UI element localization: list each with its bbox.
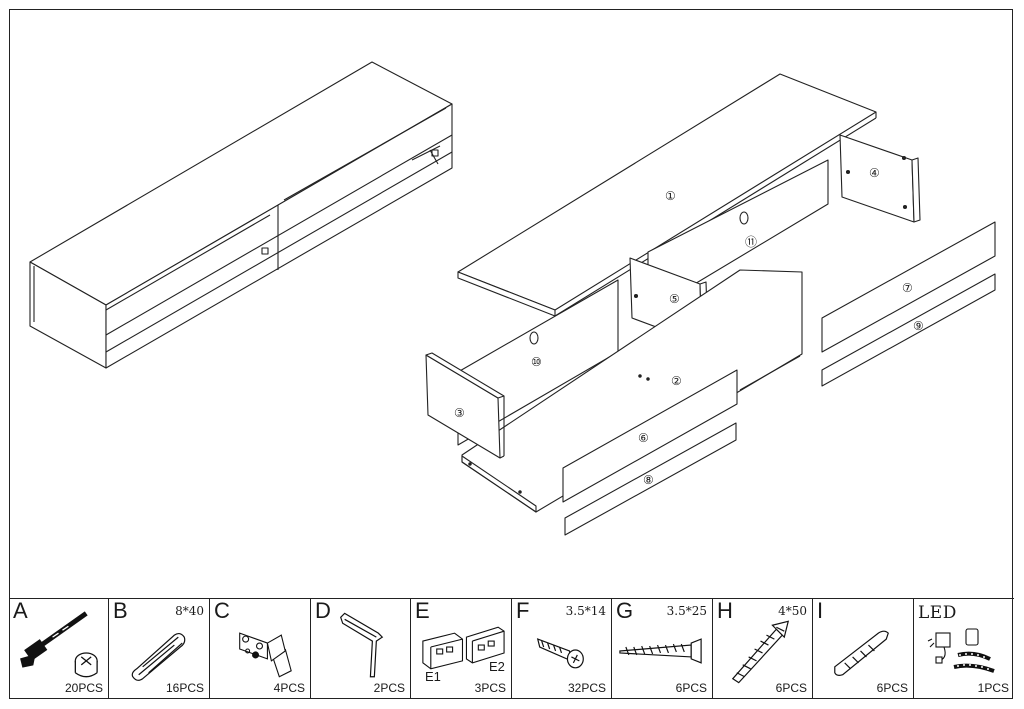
part-quantity: 3PCS (474, 681, 506, 695)
part-letter: F (516, 599, 530, 623)
panel-label-7: ⑦ (902, 281, 913, 295)
part-cell-i: I 6PCS (813, 599, 914, 699)
part-cell-a: A 20PCS (9, 599, 109, 699)
short-screw-icon (536, 638, 584, 669)
panel-label-3: ③ (454, 406, 465, 420)
part-quantity: 20PCS (64, 681, 103, 695)
panel-label-2: ② (671, 374, 682, 388)
part-quantity: 32PCS (567, 681, 606, 695)
cam-lock-bolt-icon (20, 611, 98, 678)
part-cell-c: C 4PCS (210, 599, 311, 699)
panel-label-5: ⑤ (669, 292, 680, 306)
panel-label-4: ④ (869, 166, 880, 180)
part-quantity: 1PCS (977, 681, 1009, 695)
part-sub-label-e2: E2 (489, 659, 505, 674)
part-letter: E (415, 599, 430, 623)
part-quantity: 4PCS (273, 681, 305, 695)
part-cell-b: B 8*40 16PCS (109, 599, 210, 699)
part-letter: H (717, 599, 733, 623)
assembled-tv-stand (29, 61, 453, 369)
panel-label-11: ⑪ (745, 235, 757, 249)
part-cell-d: D 2PCS (311, 599, 411, 699)
hardware-parts-list: A 20PCS B 8*40 16PCS C (9, 598, 1014, 699)
part-quantity: 6PCS (775, 681, 807, 695)
part-quantity: 6PCS (876, 681, 908, 695)
exploded-view (425, 73, 996, 536)
part-sub-label-e1: E1 (425, 669, 441, 684)
assembly-diagram: ① ② ③ ④ ⑤ ⑥ ⑦ ⑧ ⑨ ⑩ ⑪ (29, 61, 996, 536)
part-letter: A (13, 599, 28, 623)
support-bracket-icon (340, 612, 384, 678)
part-size: 8*40 (175, 604, 204, 618)
led-strip-icon (927, 628, 995, 673)
wooden-dowel-icon (131, 632, 186, 681)
part-letter: I (817, 599, 824, 623)
part-letter: G (616, 599, 634, 623)
hinge-icon (239, 632, 292, 678)
panel-label-9: ⑨ (913, 319, 924, 333)
plastic-anchor-icon (834, 630, 889, 676)
panel-label-6: ⑥ (638, 431, 649, 445)
medium-screw-icon (619, 638, 702, 664)
panel-label-8: ⑧ (643, 473, 654, 487)
long-screw-icon (731, 620, 790, 684)
part-size: 3.5*14 (565, 604, 606, 618)
part-cell-h: H 4*50 6PCS (713, 599, 813, 699)
part-cell-e: E E1 E2 3PCS (411, 599, 512, 699)
part-cell-f: F 3.5*14 32PCS (512, 599, 612, 699)
part-quantity: 2PCS (373, 681, 405, 695)
part-letter: B (113, 599, 128, 623)
part-letter: D (315, 599, 331, 623)
part-quantity: 6PCS (675, 681, 707, 695)
panel-label-1: ① (665, 189, 676, 203)
panel-labels: ① ② ③ ④ ⑤ ⑥ ⑦ ⑧ ⑨ ⑩ ⑪ (454, 166, 924, 487)
panel-label-10: ⑩ (531, 355, 542, 369)
part-size: 3.5*25 (666, 604, 707, 618)
drawer-slide-icon (422, 626, 505, 670)
part-cell-g: G 3.5*25 6PCS (612, 599, 713, 699)
part-cell-led: LED 1PCS (914, 599, 1014, 699)
part-letter: LED (918, 603, 957, 623)
part-size: 4*50 (778, 604, 807, 618)
part-letter: C (214, 599, 230, 623)
part-quantity: 16PCS (165, 681, 204, 695)
